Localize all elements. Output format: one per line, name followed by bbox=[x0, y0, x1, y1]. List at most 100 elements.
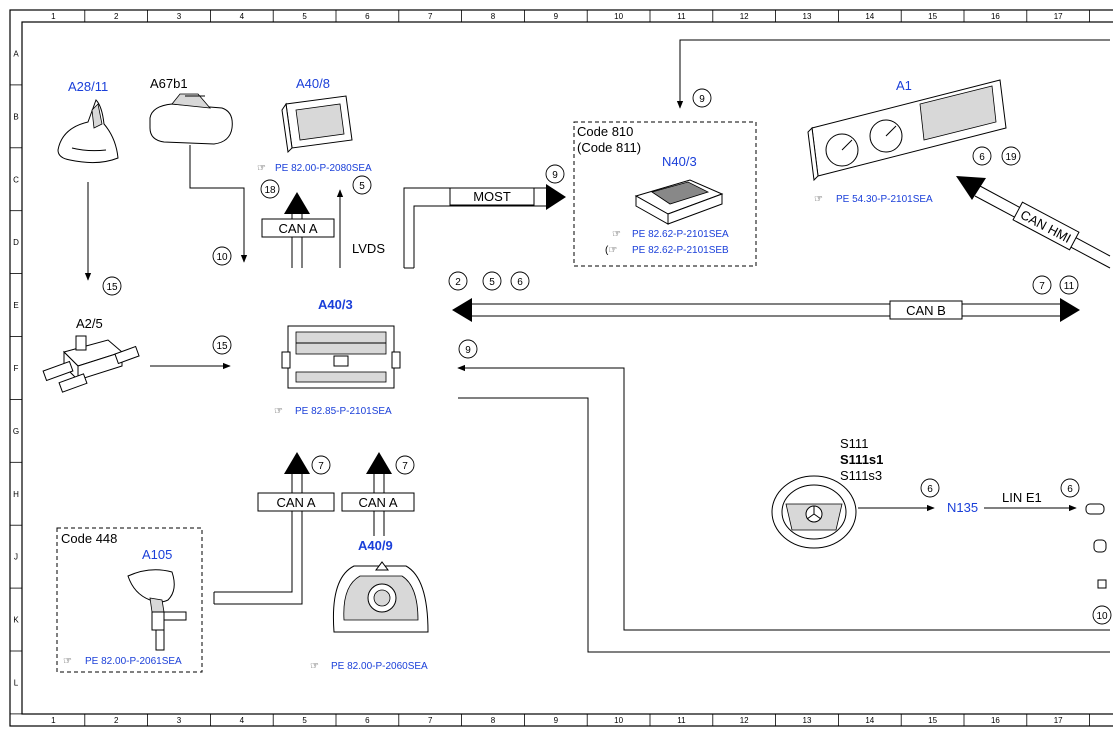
column-tick-label: 16 bbox=[991, 716, 1000, 725]
svg-text:9: 9 bbox=[465, 345, 471, 356]
a2-5-label: A2/5 bbox=[76, 316, 103, 331]
marker-7-c: 7 bbox=[395, 455, 415, 475]
a67b1-label: A67b1 bbox=[150, 76, 188, 91]
column-tick-label: 5 bbox=[302, 716, 307, 725]
drawing-frame bbox=[9, 9, 1113, 727]
s111s1-label: S111s1 bbox=[840, 452, 883, 467]
column-tick-label: 9 bbox=[554, 716, 559, 725]
marker-15-a: 15 bbox=[102, 276, 122, 296]
a105-code-box bbox=[56, 527, 203, 673]
svg-text:5: 5 bbox=[359, 181, 365, 192]
marker-6-c: 6 bbox=[920, 478, 940, 498]
marker-9-top: 9 bbox=[692, 88, 712, 108]
column-tick-label: 17 bbox=[1054, 716, 1063, 725]
wire-a67b1-to-a40-3 bbox=[189, 145, 248, 263]
s111-label: S111 bbox=[840, 436, 868, 451]
wire-right-to-a40-3 bbox=[457, 364, 1110, 631]
n40-3-code-box bbox=[573, 121, 757, 267]
shark-fin-antenna-icon bbox=[57, 99, 119, 164]
a105-code: Code 448 bbox=[61, 531, 117, 546]
column-tick-label: 16 bbox=[991, 12, 1000, 21]
can-a-bus-upper: CAN A bbox=[261, 192, 335, 268]
svg-text:15: 15 bbox=[216, 341, 228, 352]
column-tick-label: 2 bbox=[114, 12, 119, 21]
marker-19: 19 bbox=[1001, 146, 1021, 166]
marker-6-d: 6 bbox=[1060, 478, 1080, 498]
a40-8-label: A40/8 bbox=[296, 76, 330, 91]
svg-text:10: 10 bbox=[1096, 611, 1108, 622]
svg-text:☞: ☞ bbox=[310, 661, 319, 672]
n40-3-code: Code 810 bbox=[577, 124, 633, 139]
svg-text:PE 82.00-P-2061SEA: PE 82.00-P-2061SEA bbox=[85, 656, 182, 667]
column-tick-label: 7 bbox=[428, 716, 433, 725]
ref-n40-3-2: (☞ PE 82.62-P-2101SEB bbox=[605, 245, 729, 256]
svg-text:CAN A: CAN A bbox=[276, 495, 315, 510]
column-tick-label: 10 bbox=[614, 12, 623, 21]
column-tick-label: 2 bbox=[114, 716, 119, 725]
svg-text:PE 82.00-P-2060SEA: PE 82.00-P-2060SEA bbox=[331, 661, 428, 672]
row-tick-label: B bbox=[13, 112, 18, 121]
switch-parts-icon bbox=[1085, 503, 1107, 589]
row-tick-label: K bbox=[13, 616, 19, 625]
column-tick-label: 15 bbox=[928, 716, 937, 725]
row-tick-label: D bbox=[13, 238, 19, 247]
column-tick-label: 1 bbox=[51, 716, 56, 725]
svg-text:MOST: MOST bbox=[473, 189, 511, 204]
svg-text:5: 5 bbox=[489, 277, 495, 288]
svg-text:18: 18 bbox=[264, 185, 276, 196]
svg-text:PE 54.30-P-2101SEA: PE 54.30-P-2101SEA bbox=[836, 194, 933, 205]
gear-selector-icon bbox=[127, 569, 187, 651]
svg-text:15: 15 bbox=[106, 282, 118, 293]
svg-text:PE 82.00-P-2080SEA: PE 82.00-P-2080SEA bbox=[275, 163, 372, 174]
svg-text:CAN A: CAN A bbox=[278, 221, 317, 236]
column-tick-label: 4 bbox=[240, 12, 245, 21]
svg-text:☞: ☞ bbox=[612, 229, 621, 240]
row-tick-label: L bbox=[14, 678, 19, 687]
marker-11: 11 bbox=[1059, 275, 1079, 295]
row-tick-label: C bbox=[13, 175, 19, 184]
a1-label: A1 bbox=[896, 78, 912, 93]
control-panel-icon bbox=[332, 561, 429, 633]
column-tick-label: 7 bbox=[428, 12, 433, 21]
svg-text:6: 6 bbox=[927, 484, 933, 495]
svg-text:7: 7 bbox=[318, 461, 324, 472]
marker-5-b: 5 bbox=[482, 271, 502, 291]
svg-text:19: 19 bbox=[1005, 152, 1017, 163]
marker-6-b: 6 bbox=[510, 271, 530, 291]
row-tick-label: F bbox=[14, 364, 19, 373]
ref-a40-3: ☞ PE 82.85-P-2101SEA bbox=[274, 406, 392, 417]
marker-7-b: 7 bbox=[311, 455, 331, 475]
marker-6-a1: 6 bbox=[972, 146, 992, 166]
marker-9-most: 9 bbox=[545, 164, 565, 184]
svg-text:6: 6 bbox=[1067, 484, 1073, 495]
instrument-cluster-icon bbox=[807, 79, 1007, 182]
row-tick-label: H bbox=[13, 490, 19, 499]
column-tick-label: 11 bbox=[677, 716, 686, 725]
column-tick-label: 11 bbox=[677, 12, 686, 21]
row-tick-label: G bbox=[13, 427, 19, 436]
column-tick-label: 9 bbox=[554, 12, 559, 21]
lin-e1-label: LIN E1 bbox=[1002, 490, 1042, 505]
svg-text:PE 82.85-P-2101SEA: PE 82.85-P-2101SEA bbox=[295, 406, 392, 417]
column-tick-label: 13 bbox=[803, 12, 812, 21]
n40-3-label: N40/3 bbox=[662, 154, 697, 169]
svg-text:(☞: (☞ bbox=[605, 245, 617, 256]
column-tick-label: 6 bbox=[365, 716, 370, 725]
row-tick-label: E bbox=[13, 301, 18, 310]
column-tick-label: 3 bbox=[177, 716, 182, 725]
svg-text:6: 6 bbox=[517, 277, 523, 288]
marker-10-b: 10 bbox=[1092, 605, 1112, 625]
rearview-mirror-icon bbox=[149, 93, 233, 145]
column-tick-label: 14 bbox=[865, 12, 874, 21]
svg-text:PE 82.62-P-2101SEA: PE 82.62-P-2101SEA bbox=[632, 229, 729, 240]
column-tick-label: 6 bbox=[365, 12, 370, 21]
s111s3-label: S111s3 bbox=[840, 468, 882, 483]
svg-text:6: 6 bbox=[979, 152, 985, 163]
svg-text:CAN A: CAN A bbox=[358, 495, 397, 510]
svg-text:7: 7 bbox=[402, 461, 408, 472]
svg-text:11: 11 bbox=[1064, 281, 1075, 292]
